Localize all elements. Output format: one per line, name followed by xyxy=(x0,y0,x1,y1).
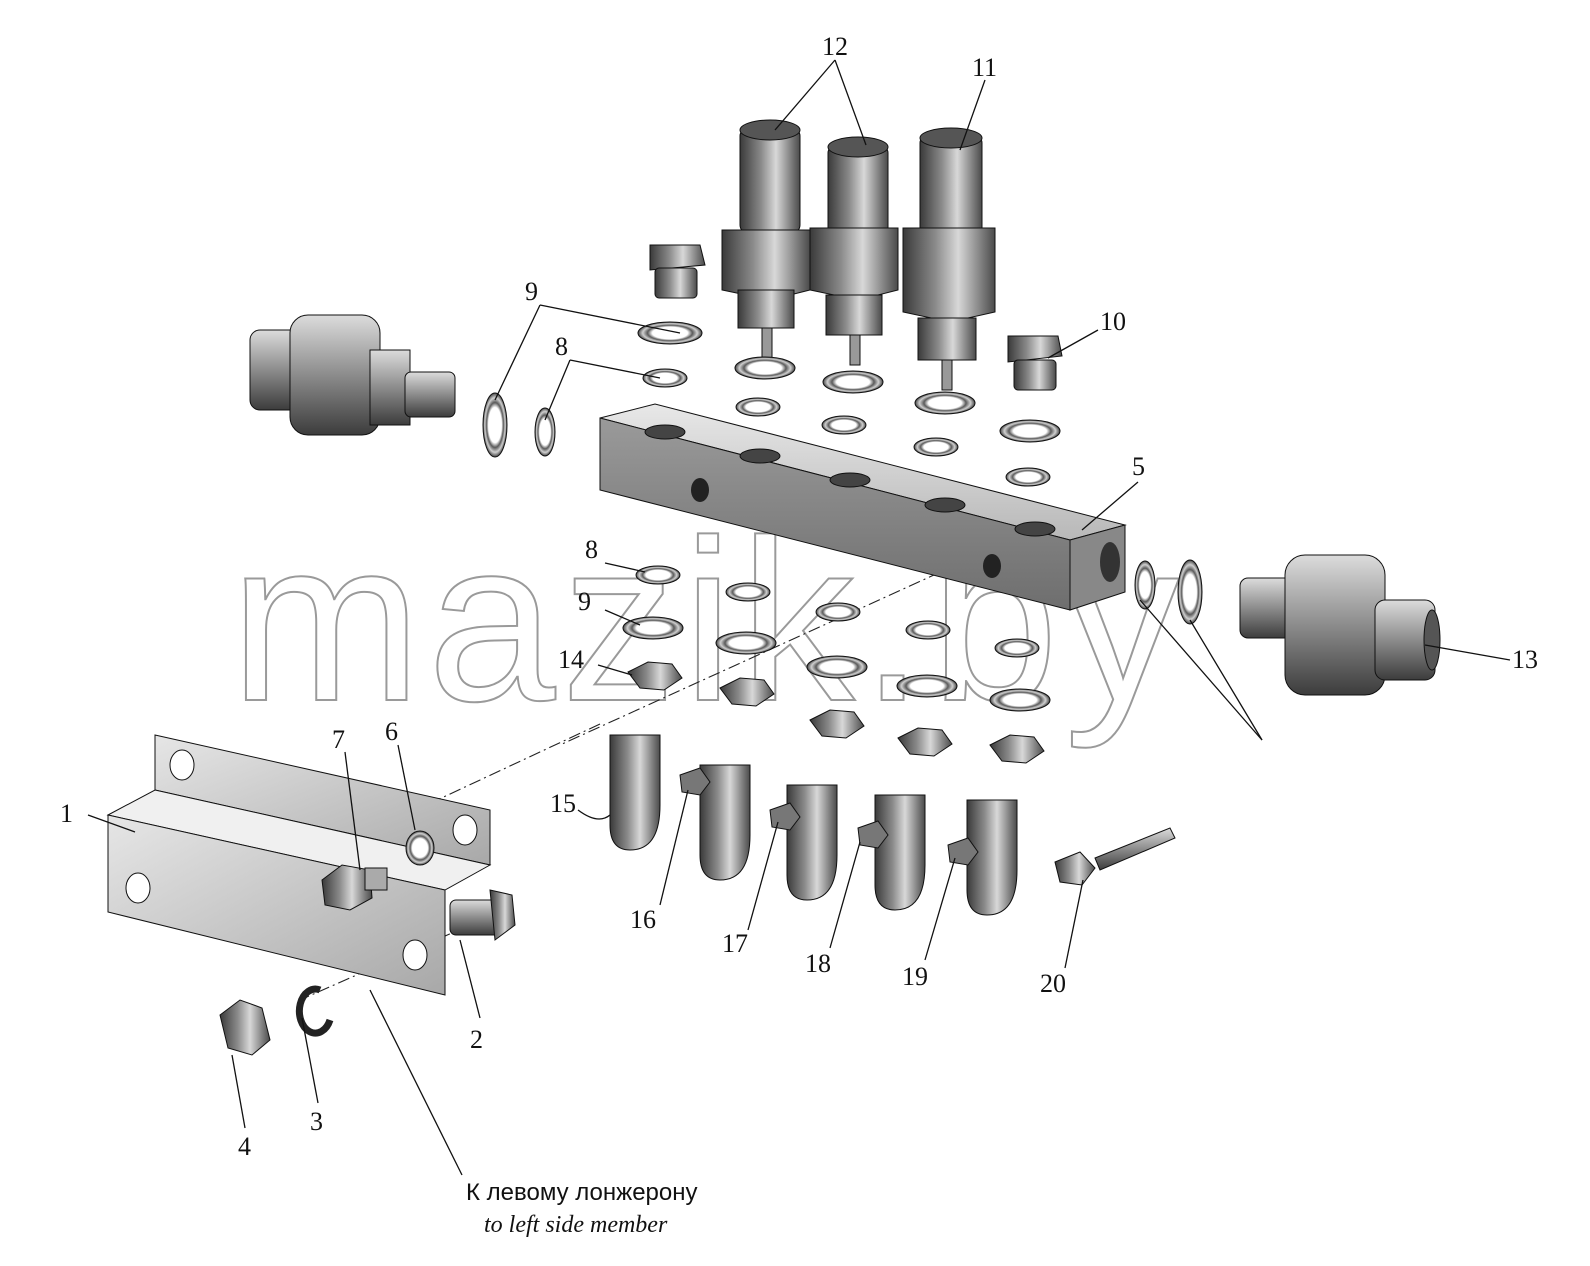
manifold-block xyxy=(599,403,1127,611)
plug-right xyxy=(1007,335,1063,391)
bolt-2 xyxy=(449,889,516,941)
callout-18: 18 xyxy=(805,949,831,978)
callout-4: 4 xyxy=(238,1132,251,1161)
caption-en: to left side member xyxy=(484,1212,668,1238)
plug-left xyxy=(649,244,706,299)
callout-3: 3 xyxy=(310,1107,323,1136)
connector-right xyxy=(1239,554,1441,696)
callout-20: 20 xyxy=(1040,969,1066,998)
sensor-left xyxy=(721,119,811,359)
callout-13: 13 xyxy=(1512,645,1538,674)
callout-15: 15 xyxy=(550,789,576,818)
leader-lines xyxy=(87,59,1511,1176)
callout-16: 16 xyxy=(630,905,656,934)
rings-group xyxy=(482,321,1203,712)
washer-6 xyxy=(405,830,435,866)
sensor-middle xyxy=(809,136,899,366)
callout-labels: 1 2 3 4 5 6 7 8 8 9 9 10 11 12 13 14 15 … xyxy=(60,32,1538,1161)
callout-14: 14 xyxy=(558,645,584,674)
lock-washer-3 xyxy=(295,985,334,1037)
callout-1: 1 xyxy=(60,799,73,828)
callout-11: 11 xyxy=(972,53,997,82)
connector-left xyxy=(249,314,456,436)
callout-19: 19 xyxy=(902,962,928,991)
elbow-fittings xyxy=(609,734,1018,916)
callout-9-bottom: 9 xyxy=(578,587,591,616)
callout-8-bottom: 8 xyxy=(585,535,598,564)
callout-12: 12 xyxy=(822,32,848,61)
callout-2: 2 xyxy=(470,1025,483,1054)
caption-ru: К левому лонжерону xyxy=(466,1179,698,1206)
sensor-pin xyxy=(1054,827,1176,886)
sensor-right xyxy=(902,127,996,391)
callout-8-top: 8 xyxy=(555,332,568,361)
bracket xyxy=(106,734,492,996)
callout-7: 7 xyxy=(332,725,345,754)
callout-10: 10 xyxy=(1100,307,1126,336)
callout-5: 5 xyxy=(1132,452,1145,481)
bolt-7 xyxy=(321,864,388,911)
nuts-row xyxy=(627,661,1045,764)
callout-17: 17 xyxy=(722,929,748,958)
callout-9-top: 9 xyxy=(525,277,538,306)
callout-6: 6 xyxy=(385,717,398,746)
nut-4 xyxy=(219,999,271,1056)
